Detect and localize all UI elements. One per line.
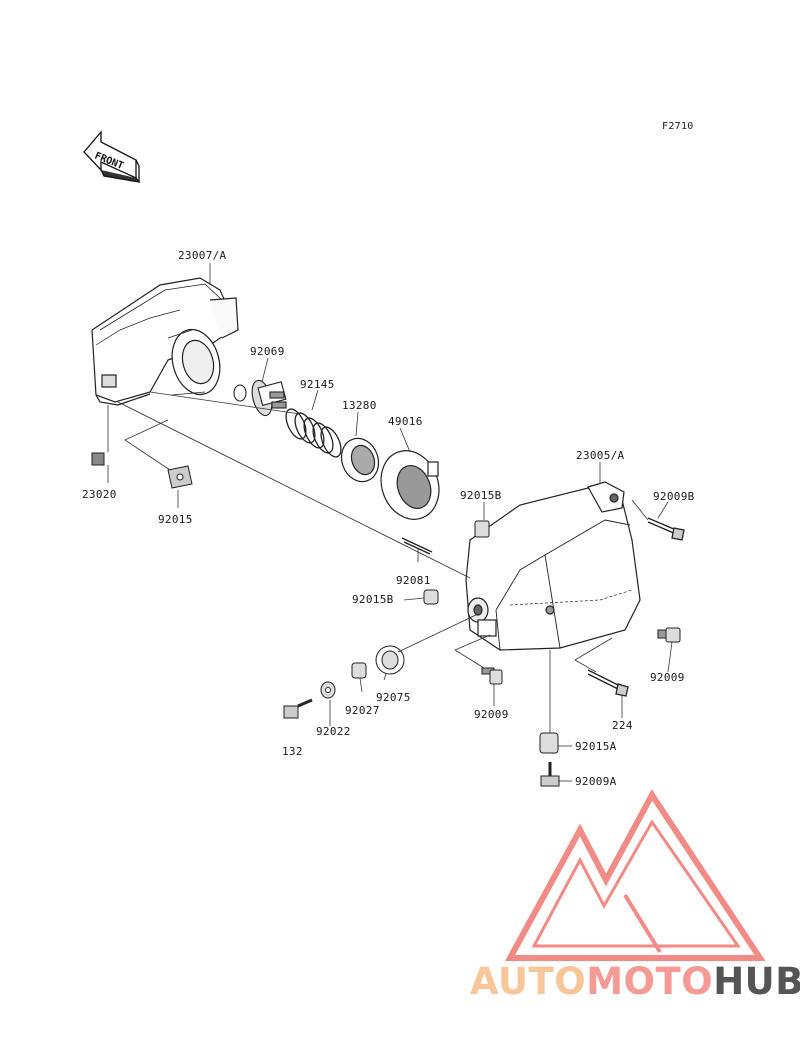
bolt-224 (587, 669, 629, 697)
grommet-92075 (375, 645, 405, 675)
automotohub-logo-icon (504, 789, 766, 961)
nut-92015 (167, 465, 193, 489)
automotohub-watermark-text: AUTOMOTOHUB (470, 962, 800, 1002)
bulb (233, 379, 287, 417)
label-92081: 92081 (396, 574, 431, 587)
label-13280: 13280 (342, 399, 377, 412)
rubber-cover (380, 450, 440, 520)
label-92015B-lower: 92015B (352, 593, 394, 606)
label-92009-right: 92009 (650, 671, 685, 684)
spring (285, 408, 342, 458)
collar-92015A (539, 732, 559, 754)
label-92015: 92015 (158, 513, 193, 526)
label-92009-bottom: 92009 (474, 708, 509, 721)
watermark-hub: HUB (713, 960, 800, 1003)
bolt-92009-bottom (481, 667, 503, 685)
collar-92027 (351, 662, 367, 679)
figure-ref-code: F2710 (662, 121, 694, 132)
nut-23020 (91, 452, 105, 466)
bolt-92009-right (657, 627, 681, 643)
label-92027: 92027 (345, 704, 380, 717)
label-92015B-upper: 92015B (460, 489, 502, 502)
label-224: 224 (612, 719, 633, 732)
label-92022: 92022 (316, 725, 351, 738)
label-132: 132 (282, 745, 303, 758)
watermark-moto: MOTO (586, 960, 714, 1003)
label-92075: 92075 (376, 691, 411, 704)
leader-lines (107, 263, 673, 782)
mount-bracket (465, 481, 641, 651)
front-arrow-icon: FRONT (83, 130, 141, 183)
washer-92022 (320, 681, 336, 699)
label-92009B: 92009B (653, 490, 695, 503)
label-92145: 92145 (300, 378, 335, 391)
label-49016: 49016 (388, 415, 423, 428)
label-23020: 23020 (82, 488, 117, 501)
adjust-screw (401, 537, 433, 555)
headlight-housing (91, 277, 239, 406)
collar-92015B-upper (474, 520, 490, 538)
label-92069: 92069 (250, 345, 285, 358)
bolt-132 (283, 698, 313, 719)
bolt-92009A (540, 762, 560, 787)
watermark-auto: AUTO (470, 960, 587, 1003)
label-92009A: 92009A (575, 775, 617, 788)
label-23005A: 23005/A (576, 449, 625, 462)
label-92015A: 92015A (575, 740, 617, 753)
socket-cap (340, 437, 380, 483)
label-23007A: 23007/A (178, 249, 227, 262)
collar-92015B-lower (423, 589, 439, 605)
bolt-92009B (647, 517, 685, 541)
